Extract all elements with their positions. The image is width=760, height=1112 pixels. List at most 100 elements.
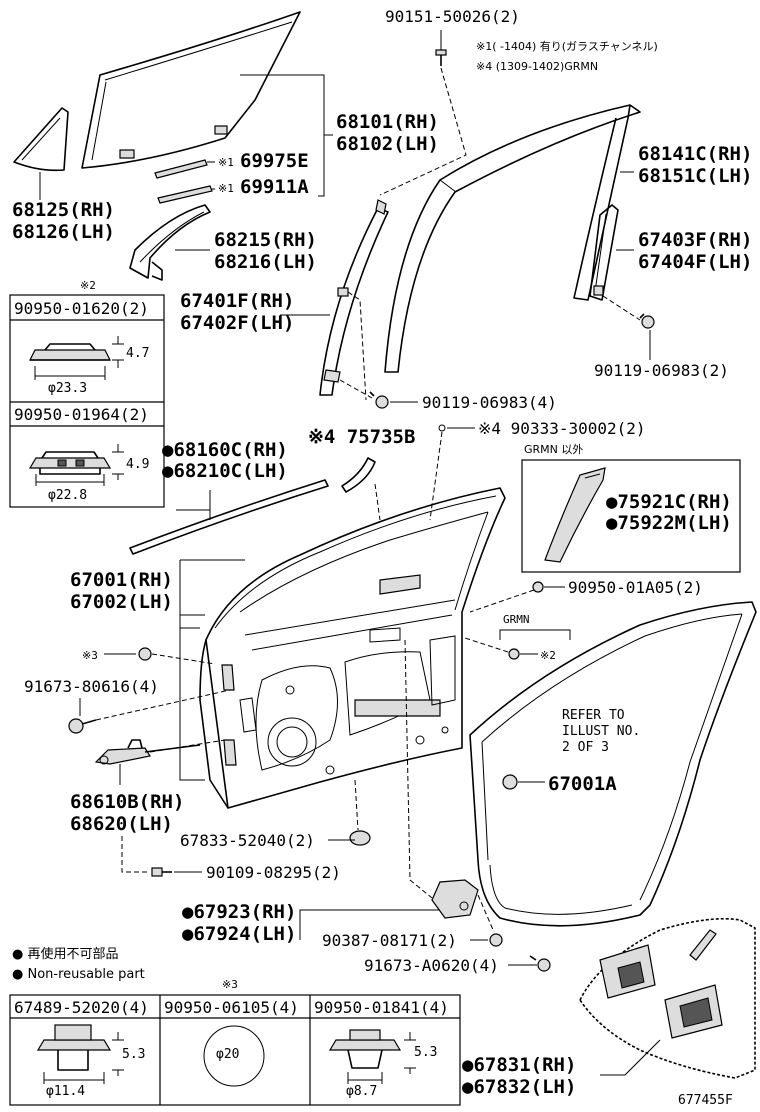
label-chan-rh[interactable]: 68215(RH) — [214, 229, 317, 251]
label-cover-rh[interactable]: ●67923(RH) — [182, 901, 296, 923]
label-clip-08171[interactable]: 90387-08171(2) — [322, 931, 457, 950]
box5-diameter: φ8.7 — [346, 1084, 377, 1099]
label-screw-80616[interactable]: 91673-80616(4) — [24, 677, 159, 696]
label-plug-52040[interactable]: 67833-52040(2) — [180, 831, 315, 850]
clip-left-icon[interactable] — [138, 647, 152, 661]
glass-run-drawing[interactable] — [384, 104, 641, 373]
label-69911a[interactable]: 69911A — [240, 176, 309, 198]
label-glass-lh[interactable]: 68102(LH) — [336, 133, 439, 155]
box3-height: 5.3 — [122, 1047, 145, 1062]
box5-height: 5.3 — [414, 1045, 437, 1060]
rear-sash-drawing[interactable] — [589, 204, 619, 301]
label-sash-lh[interactable]: 67404F(LH) — [638, 251, 752, 273]
box1-part-number[interactable]: 90950-01620(2) — [14, 299, 149, 318]
label-sash-rh[interactable]: 67403F(RH) — [638, 229, 752, 251]
label-belt-rh[interactable]: ●68160C(RH) — [162, 439, 288, 461]
label-grmn-excluded: GRMN 以外 — [524, 443, 583, 456]
label-qglass-lh[interactable]: 68126(LH) — [12, 221, 115, 243]
belt-moulding-drawing[interactable] — [129, 479, 329, 555]
dash-bolt-top — [379, 67, 467, 196]
refer-line-2[interactable]: ILLUST NO. — [562, 724, 640, 739]
clip-grmn-icon[interactable] — [508, 648, 520, 660]
label-75735b[interactable]: ※4 75735B — [308, 426, 415, 448]
refer-line-3[interactable]: 2 OF 3 — [562, 740, 609, 755]
label-trim-lh[interactable]: ●67832(LH) — [462, 1076, 576, 1098]
bolt-08295-icon[interactable] — [151, 867, 172, 877]
garnish-drawing[interactable] — [544, 467, 606, 563]
door-panel-drawing[interactable] — [199, 487, 506, 809]
screw-a0620-icon[interactable] — [529, 955, 551, 972]
label-bolt-right[interactable]: 90119-06983(2) — [594, 361, 729, 380]
box3-diameter: φ11.4 — [46, 1084, 85, 1099]
box4-part-number[interactable]: 90950-06105(4) — [164, 998, 299, 1017]
inset-box-hole-plugs — [9, 294, 165, 508]
legend-english: ● Non-reusable part — [12, 967, 145, 982]
label-bolt-08295[interactable]: 90109-08295(2) — [206, 863, 341, 882]
label-garn-lh[interactable]: ●75922M(LH) — [606, 512, 732, 534]
label-screw-a0620[interactable]: 91673-A0620(4) — [364, 956, 499, 975]
label-frame-lh[interactable]: 67402F(LH) — [180, 312, 294, 334]
bolt-right-icon[interactable] — [639, 313, 655, 329]
box4-diameter: φ20 — [216, 1047, 239, 1062]
label-qglass-rh[interactable]: 68125(RH) — [12, 199, 115, 221]
door-check-drawing[interactable] — [94, 739, 201, 765]
label-grmn: GRMN — [503, 613, 530, 626]
label-plug-01a05[interactable]: 90950-01A05(2) — [568, 578, 703, 597]
label-69975e[interactable]: 69975E — [240, 150, 309, 172]
box2-part-number[interactable]: 90950-01964(2) — [14, 405, 149, 424]
label-67001a[interactable]: 67001A — [548, 773, 617, 795]
clip-08171-icon[interactable] — [489, 933, 503, 947]
garnish-box — [521, 459, 741, 573]
clip-52020-icon[interactable] — [36, 1024, 124, 1084]
clip-01841-icon[interactable] — [328, 1029, 416, 1084]
clip-67001a-icon[interactable] — [502, 774, 518, 790]
screw-80616-icon[interactable] — [68, 718, 97, 734]
hole-plug-01620-icon[interactable] — [29, 336, 124, 380]
clip-90333-icon[interactable] — [438, 424, 446, 432]
legend-japanese: ● 再使用不可部品 — [12, 946, 118, 962]
label-bolt-mid[interactable]: 90119-06983(4) — [422, 393, 557, 412]
label-garn-rh[interactable]: ●75921C(RH) — [606, 491, 732, 513]
plug-52040-icon[interactable] — [349, 830, 371, 846]
label-glass-rh[interactable]: 68101(RH) — [336, 111, 439, 133]
label-clip-90333[interactable]: ※4 90333-30002(2) — [478, 419, 646, 438]
box3-part-number[interactable]: 67489-52020(4) — [14, 998, 149, 1017]
plug-01a05-icon[interactable] — [532, 581, 544, 593]
label-belt-lh[interactable]: ●68210C(LH) — [162, 460, 288, 482]
label-trim-rh[interactable]: ●67831(RH) — [462, 1054, 576, 1076]
division-channel-drawing[interactable] — [129, 204, 211, 281]
quarter-glass-drawing[interactable] — [13, 107, 69, 172]
service-cover-drawing[interactable] — [431, 879, 479, 919]
mark-2-top: ※2 — [80, 279, 96, 292]
moulding-75735b-drawing[interactable] — [341, 457, 376, 493]
label-door-lh[interactable]: 67002(LH) — [70, 591, 173, 613]
label-check-lh[interactable]: 68620(LH) — [70, 813, 173, 835]
weatherstrip-drawing[interactable] — [469, 601, 757, 927]
seal-strip-69975e[interactable] — [154, 159, 208, 179]
figure-number: 677455F — [678, 1093, 733, 1108]
box5-part-number[interactable]: 90950-01841(4) — [314, 998, 449, 1017]
label-cover-lh[interactable]: ●67924(LH) — [182, 923, 296, 945]
label-door-rh[interactable]: 67001(RH) — [70, 569, 173, 591]
label-check-rh[interactable]: 68610B(RH) — [70, 791, 184, 813]
refer-line-1[interactable]: REFER TO — [562, 708, 625, 723]
door-trim-drawing[interactable] — [579, 918, 756, 1079]
door-glass-drawing[interactable] — [81, 11, 301, 169]
label-run-lh[interactable]: 68151C(LH) — [638, 165, 752, 187]
mark-3-bottom: ※3 — [222, 978, 238, 991]
label-run-rh[interactable]: 68141C(RH) — [638, 143, 752, 165]
label-frame-rh[interactable]: 67401F(RH) — [180, 290, 294, 312]
bolt-mid-icon[interactable] — [369, 391, 389, 409]
note-1: ※1( -1404) 有り(ガラスチャンネル) — [476, 39, 658, 53]
hole-plug-01964-icon[interactable] — [28, 444, 124, 486]
seal-06105-icon[interactable] — [203, 1025, 265, 1087]
label-chan-lh[interactable]: 68216(LH) — [214, 251, 317, 273]
bolt-top-icon[interactable] — [435, 49, 447, 66]
box2-height: 4.9 — [126, 457, 149, 472]
box1-diameter: φ23.3 — [48, 381, 87, 396]
front-frame-drawing[interactable] — [319, 199, 389, 396]
label-bolt-top[interactable]: 90151-50026(2) — [385, 7, 520, 26]
seal-strip-69911a[interactable] — [157, 185, 213, 204]
